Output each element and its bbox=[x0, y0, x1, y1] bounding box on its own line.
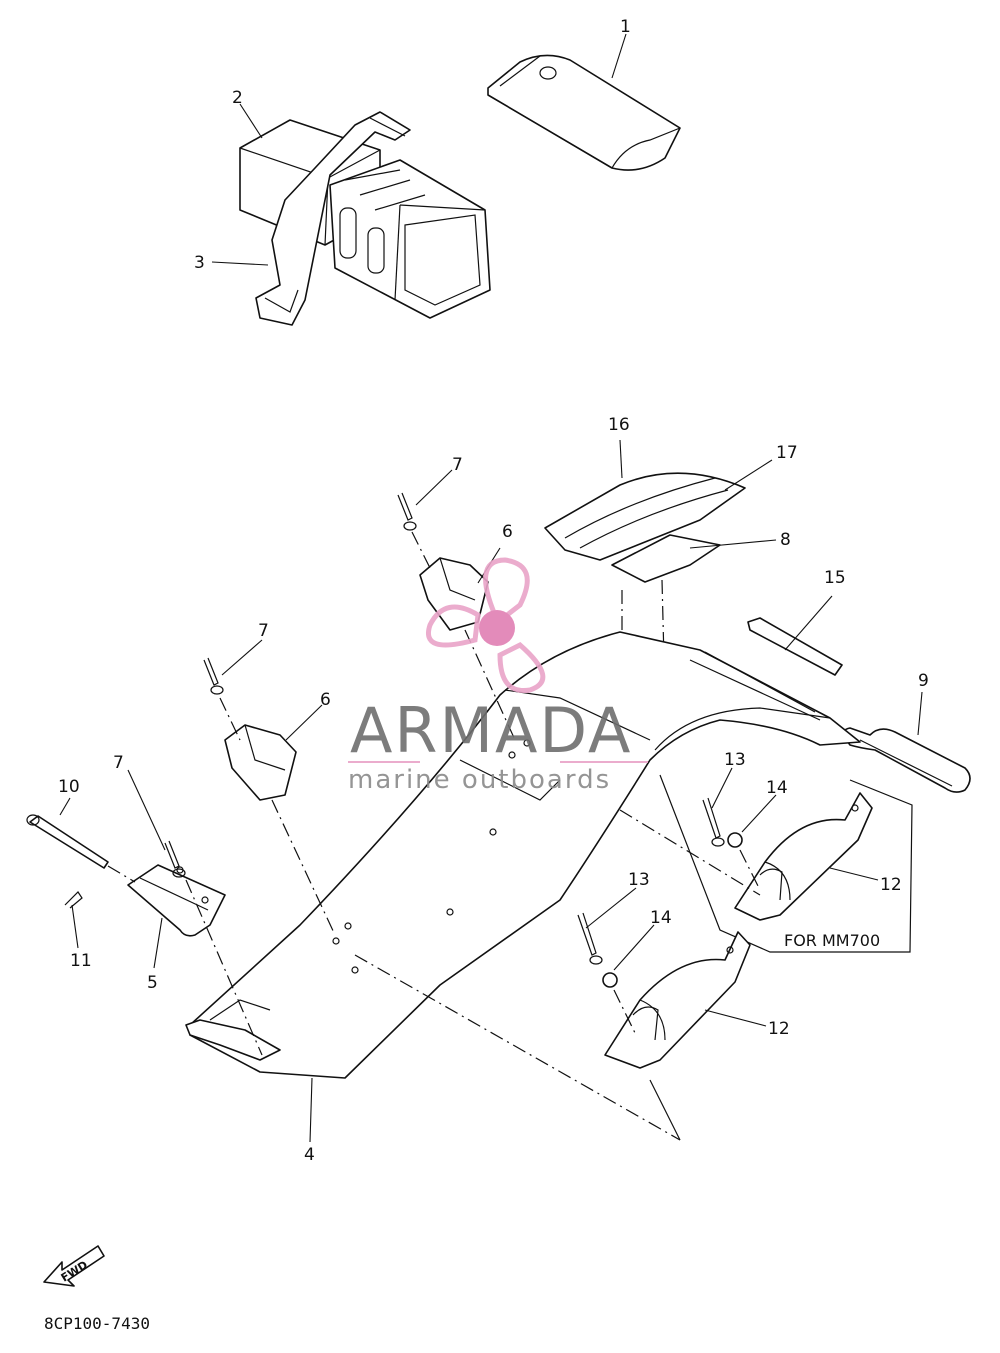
part-15-bar bbox=[747, 617, 843, 676]
callout-14a: 14 bbox=[766, 778, 788, 798]
part-14-washer-lower bbox=[602, 972, 637, 1036]
watermark-brand: ARMADA bbox=[350, 694, 632, 767]
callout-16: 16 bbox=[608, 415, 630, 435]
assembly-line-a bbox=[354, 954, 681, 1141]
part-13-screw-upper bbox=[702, 797, 725, 847]
part-1-cover-bag bbox=[487, 54, 681, 171]
callout-6a: 6 bbox=[502, 522, 513, 542]
part-3-strap bbox=[255, 111, 411, 326]
part-12-lower bbox=[604, 931, 751, 1069]
callout-4: 4 bbox=[304, 1145, 315, 1165]
part-16-17-mat bbox=[544, 472, 746, 561]
part-9-handle bbox=[842, 727, 971, 793]
part-7-screw-b bbox=[203, 657, 241, 741]
callout-10: 10 bbox=[58, 777, 80, 797]
model-note: FOR MM700 bbox=[784, 931, 880, 950]
part-10-pin bbox=[26, 814, 136, 883]
callout-12b: 12 bbox=[768, 1019, 790, 1039]
drawing-code: 8CP100-7430 bbox=[44, 1314, 150, 1333]
part-7-screw-a bbox=[397, 492, 431, 569]
part-12-upper bbox=[734, 792, 873, 921]
callout-6b: 6 bbox=[320, 690, 331, 710]
callout-17: 17 bbox=[776, 443, 798, 463]
mm700-frame: FOR MM700 bbox=[659, 774, 913, 953]
fwd-arrow-icon: FWD bbox=[43, 1245, 105, 1287]
assembly-line-c bbox=[649, 1079, 681, 1141]
callout-2: 2 bbox=[232, 88, 243, 108]
callout-5: 5 bbox=[147, 973, 158, 993]
part-7-screw-c bbox=[164, 840, 263, 1056]
callouts: 1 2 3 4 5 6 6 7 7 7 8 9 10 11 12 12 13 1… bbox=[58, 17, 929, 1165]
callout-13a: 13 bbox=[724, 750, 746, 770]
callout-7a: 7 bbox=[452, 455, 463, 475]
callout-13b: 13 bbox=[628, 870, 650, 890]
callout-14b: 14 bbox=[650, 908, 672, 928]
part-11-clip bbox=[64, 891, 83, 909]
callout-3: 3 bbox=[194, 253, 205, 273]
part-6-bracket-b bbox=[224, 724, 336, 936]
part-13-screw-lower bbox=[577, 912, 603, 965]
propeller-logo-icon bbox=[426, 557, 546, 694]
callout-11: 11 bbox=[70, 951, 92, 971]
callout-7b: 7 bbox=[258, 621, 269, 641]
callout-9: 9 bbox=[918, 671, 929, 691]
callout-8: 8 bbox=[780, 530, 791, 550]
part-5-hinge bbox=[127, 864, 226, 937]
part-14-washer-upper bbox=[727, 832, 761, 891]
leader-lines bbox=[59, 33, 923, 1143]
callout-12a: 12 bbox=[880, 875, 902, 895]
assembly-line-b bbox=[619, 809, 761, 896]
armada-watermark: ARMADA marine outboards bbox=[348, 557, 648, 795]
watermark-tagline: marine outboards bbox=[348, 765, 611, 795]
callout-1: 1 bbox=[620, 17, 631, 37]
callout-7c: 7 bbox=[113, 753, 124, 773]
callout-15: 15 bbox=[824, 568, 846, 588]
